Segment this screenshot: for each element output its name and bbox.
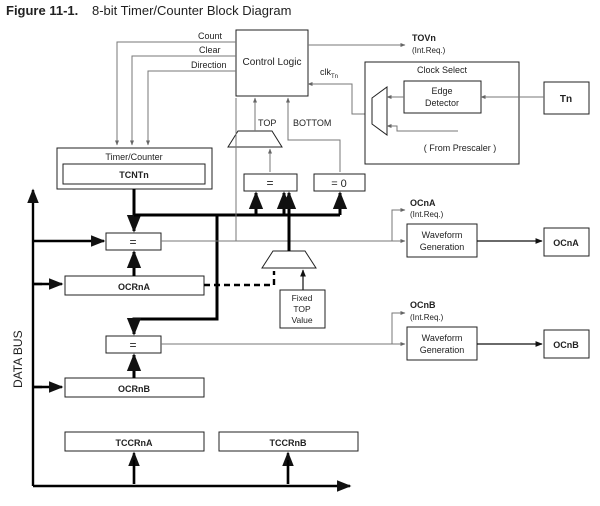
top-compare — [243, 173, 298, 192]
control-signal-lines — [115, 41, 236, 146]
tn-pin — [543, 81, 590, 115]
waveform-generation-a — [406, 223, 478, 258]
oca-pin-label: OCnA — [553, 238, 579, 248]
tccrb-register — [218, 431, 359, 452]
control-logic-label: Control Logic — [243, 57, 302, 68]
waveform-generation-b — [406, 326, 478, 361]
top-bottom-mux — [227, 130, 283, 148]
ocb-req-label: (Int.Req.) — [410, 313, 444, 322]
tcnt-register — [62, 163, 206, 185]
timer-counter-label: Timer/Counter — [105, 152, 162, 162]
edge-detector-block — [403, 80, 482, 114]
clk-line — [307, 82, 372, 115]
compare-a-label: = — [129, 235, 136, 249]
clock-mux — [371, 86, 388, 136]
fixed-top-line3: Value — [291, 315, 312, 325]
compare-b-label: = — [129, 338, 136, 352]
ocrb-label: OCRnB — [118, 384, 150, 394]
tccra-label: TCCRnA — [116, 438, 153, 448]
bottom-label: BOTTOM — [293, 118, 331, 128]
waveform-a-line2: Generation — [420, 242, 465, 252]
waveform-b-line2: Generation — [420, 345, 465, 355]
oca-req-label: (Int.Req.) — [410, 210, 444, 219]
ocb-pin — [543, 329, 590, 359]
tov-label: TOVn — [412, 33, 436, 43]
tccrb-label: TCCRnB — [270, 438, 307, 448]
zero-compare-label: = 0 — [331, 178, 347, 190]
oca-pin — [543, 227, 590, 257]
waveform-b-line1: Waveform — [422, 333, 463, 343]
top-label: TOP — [258, 118, 276, 128]
from-prescaler-label: ( From Prescaler ) — [424, 143, 497, 153]
clk-label: clkTn — [320, 67, 338, 80]
tccra-register — [64, 431, 205, 452]
oca-int-label: OCnA — [410, 198, 436, 208]
figure-number: Figure 11-1. — [6, 3, 78, 18]
counter-bus — [126, 189, 348, 336]
edge-detector-line1: Edge — [431, 86, 452, 96]
fixed-top-value — [279, 289, 326, 329]
fixed-top-line2: TOP — [293, 304, 311, 314]
control-logic-block — [235, 29, 309, 97]
direction-label: Direction — [191, 60, 227, 70]
top-select-mux — [261, 250, 317, 269]
clear-label: Clear — [199, 45, 221, 55]
edge-detector-line2: Detector — [425, 98, 459, 108]
count-label: Count — [198, 31, 223, 41]
top-compare-label: = — [266, 176, 273, 190]
tov-req-label: (Int.Req.) — [412, 46, 446, 55]
ocb-pin-label: OCnB — [553, 340, 579, 350]
waveform-a-line1: Waveform — [422, 230, 463, 240]
clock-select-label: Clock Select — [417, 65, 468, 75]
figure-title: 8-bit Timer/Counter Block Diagram — [92, 3, 291, 18]
tcnt-label: TCNTn — [119, 170, 149, 180]
ocb-int-label: OCnB — [410, 300, 436, 310]
tn-label: Tn — [560, 94, 572, 105]
fixed-top-line1: Fixed — [292, 293, 313, 303]
data-bus-label: DATA BUS — [11, 330, 25, 388]
data-bus — [27, 188, 352, 492]
zero-compare — [313, 173, 366, 192]
ocra-label: OCRnA — [118, 282, 150, 292]
